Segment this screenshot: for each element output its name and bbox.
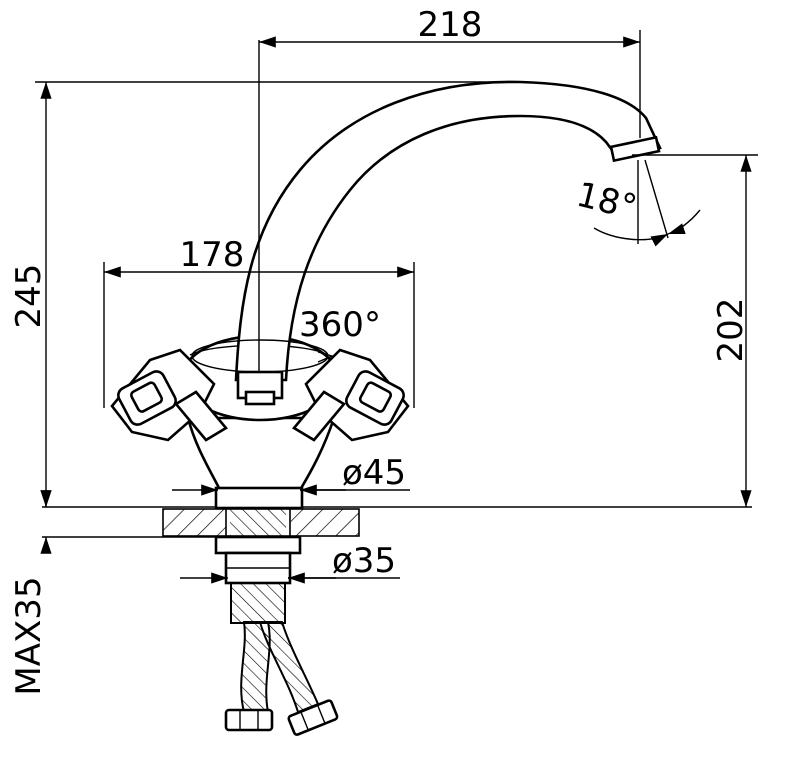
- dimension-202: 202: [632, 154, 758, 507]
- flexible-hoses: [224, 621, 339, 736]
- label-max35: MAX35: [9, 576, 49, 695]
- label-18: 18°: [573, 175, 641, 228]
- label-245: 245: [9, 264, 49, 329]
- dimension-dia35: ø35: [180, 541, 400, 584]
- dimension-178: 178: [103, 235, 415, 408]
- label-dia45: ø45: [342, 453, 406, 493]
- dimension-245: 245: [9, 81, 520, 507]
- dimension-218: 218: [259, 5, 641, 138]
- label-218: 218: [418, 5, 483, 45]
- label-202: 202: [711, 298, 751, 363]
- left-handle: [110, 348, 228, 442]
- dimension-max35: MAX35: [9, 490, 52, 696]
- rotation-indicator: [191, 339, 335, 373]
- label-178: 178: [180, 235, 245, 275]
- countertop-section: [42, 506, 752, 538]
- angle-18: 18°: [573, 159, 701, 247]
- dimension-dia45: ø45: [172, 453, 410, 496]
- label-dia35: ø35: [332, 541, 396, 581]
- right-handle: [292, 348, 410, 442]
- label-360: 360°: [299, 305, 381, 345]
- mounting-shank: [214, 535, 302, 624]
